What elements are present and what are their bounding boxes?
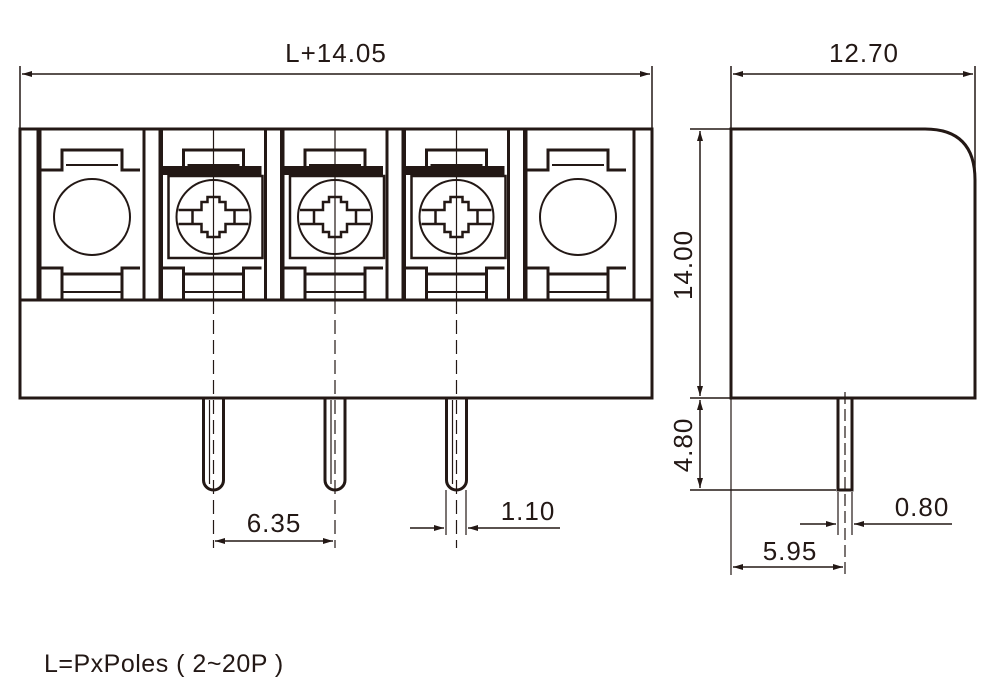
front-view xyxy=(18,127,654,548)
dimension-depth: 12.70 xyxy=(730,38,976,200)
plain-terminal-cell xyxy=(38,129,162,300)
dimension-pin-offset: 5.95 xyxy=(730,398,843,575)
poles-note: L=PxPoles ( 2~20P ) xyxy=(44,650,284,678)
dimension-label: 1.10 xyxy=(501,496,556,526)
dimension-label: 5.95 xyxy=(763,536,818,566)
pin xyxy=(202,398,225,492)
screw-terminal-cell xyxy=(160,129,283,548)
dimension-label: 14.00 xyxy=(668,230,698,300)
plain-terminal-cell xyxy=(524,129,626,300)
dimension-label: 4.80 xyxy=(668,418,698,473)
dimension-overall-length: L+14.05 xyxy=(19,38,653,129)
dimension-pin-width-side: 0.80 xyxy=(800,492,952,535)
hole-icon xyxy=(539,178,617,256)
screw-terminal-cell xyxy=(281,129,405,548)
dimension-pin-width-front: 1.10 xyxy=(410,490,560,535)
dimension-label: 12.70 xyxy=(829,38,899,68)
dimension-label: 0.80 xyxy=(895,492,950,522)
dimension-pin-length: 4.80 xyxy=(668,400,836,491)
dimension-height: 14.00 xyxy=(668,128,731,399)
dimension-pitch: 6.35 xyxy=(215,508,333,544)
dimension-label: L+14.05 xyxy=(285,38,387,68)
side-view xyxy=(729,127,977,575)
pin xyxy=(445,398,468,492)
hole-icon xyxy=(53,178,131,256)
pin xyxy=(323,398,347,492)
dimension-label: 6.35 xyxy=(247,508,302,538)
